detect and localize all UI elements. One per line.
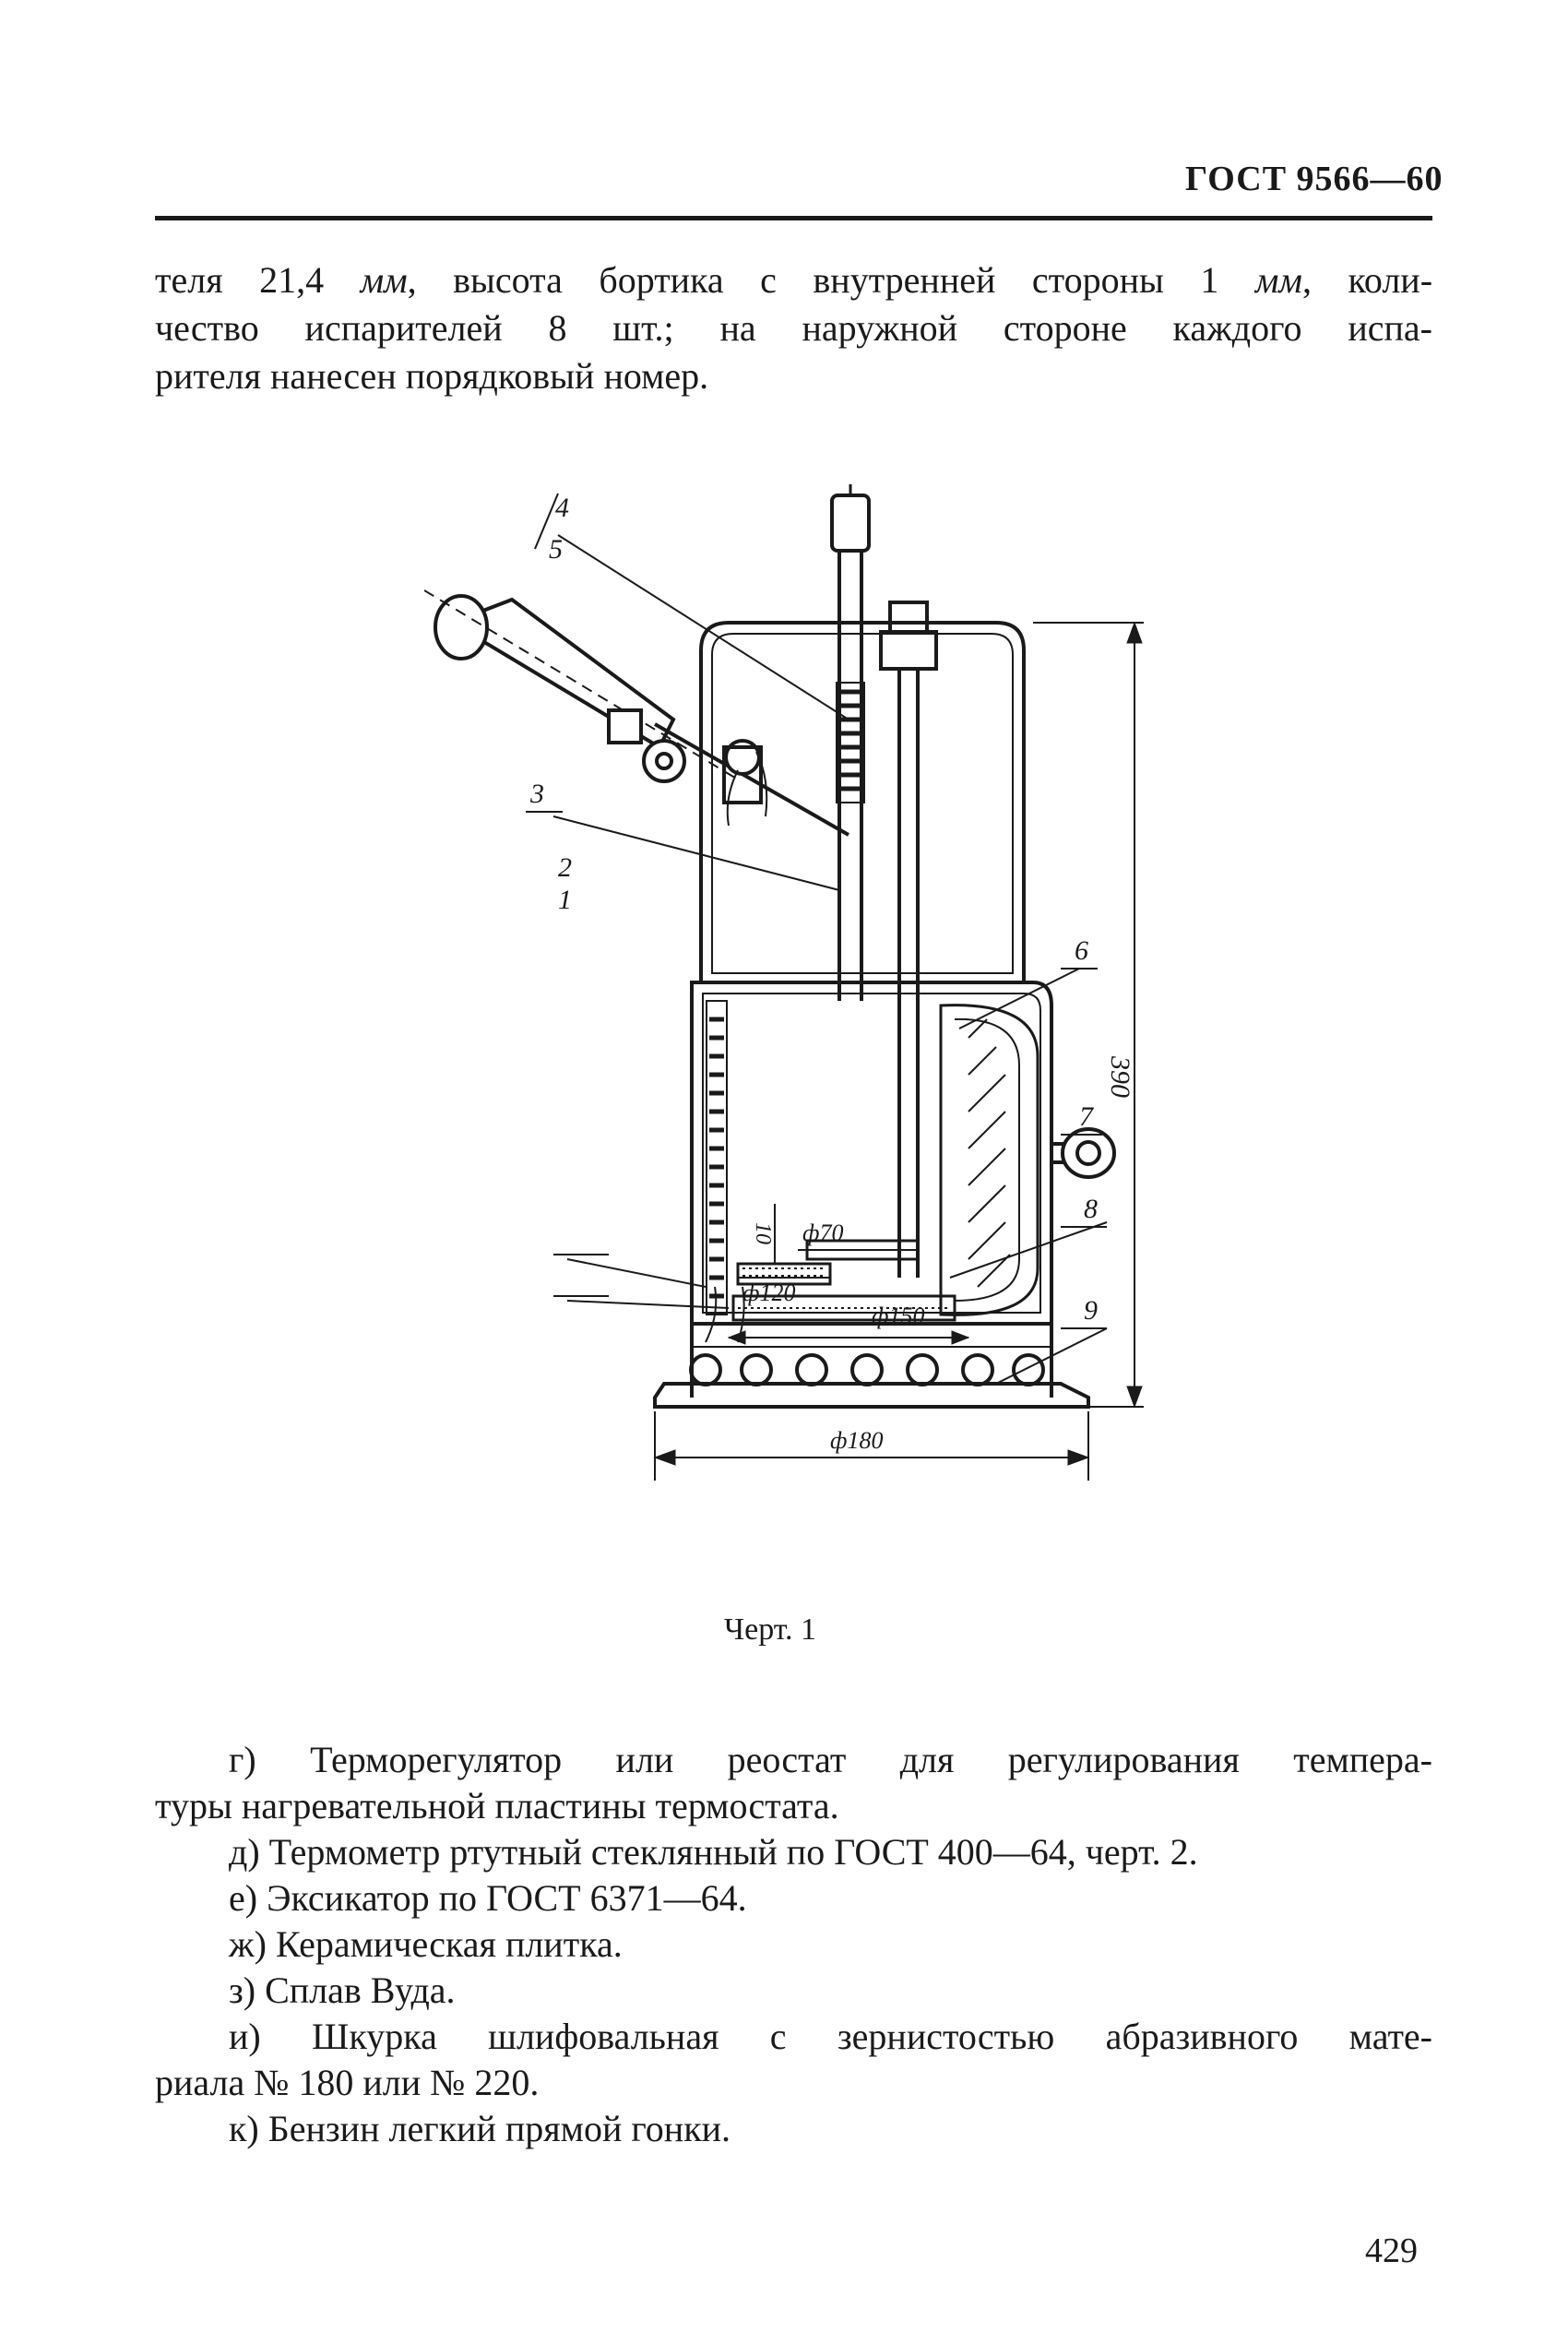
callout-5: 5	[549, 534, 563, 565]
dimension-d150: ф150	[872, 1303, 924, 1329]
callout-9: 9	[1084, 1295, 1098, 1326]
list-item-k: к) Бензин легкий прямой гонки.	[229, 2108, 731, 2149]
list-item-zh: ж) Керамическая плитка.	[229, 1923, 623, 1965]
list-item-g-line-1: г) Терморегулятор или реостат для регули…	[229, 1739, 1432, 1780]
callout-3: 3	[529, 779, 544, 809]
dimension-d120: ф120	[742, 1279, 795, 1306]
dimension-h10: 10	[751, 1222, 775, 1244]
apparatus-base	[653, 1382, 1090, 1409]
thermometer-knob	[888, 601, 929, 634]
intro-line-2: чество испарителей 8 шт.; на наружной ст…	[155, 307, 1432, 349]
page-number: 429	[1365, 2231, 1418, 2270]
callout-4: 4	[555, 493, 569, 523]
rod-cap	[830, 494, 871, 553]
intro-line-3: рителя нанесен порядковый номер.	[155, 355, 709, 397]
desiccant-vessel	[939, 1004, 1039, 1316]
list-item-i-line-1: и) Шкурка шлифовальная с зернистостью аб…	[229, 2016, 1432, 2057]
page-header-standard: ГОСТ 9566—60	[1185, 160, 1443, 198]
dimension-d70: ф70	[802, 1220, 843, 1246]
dimension-height: 390	[1105, 1055, 1135, 1098]
lower-housing	[690, 981, 1053, 1326]
callout-2: 2	[558, 852, 572, 883]
header-rule	[155, 216, 1432, 220]
callout-6: 6	[1075, 935, 1088, 966]
upper-chamber	[699, 621, 1026, 984]
callout-7: 7	[1079, 1101, 1095, 1132]
figure-caption: Черт. 1	[724, 1612, 817, 1647]
intro-line-1: теля 21,4 мм, высота бортика с внутренне…	[155, 259, 1433, 301]
callout-8: 8	[1084, 1194, 1098, 1224]
list-item-d: д) Термометр ртутный стеклянный по ГОСТ …	[229, 1831, 1198, 1873]
dimension-d180: ф180	[830, 1427, 883, 1454]
list-item-z: з) Сплав Вуда.	[229, 1969, 456, 2011]
callout-1: 1	[558, 885, 572, 915]
list-item-e: е) Эксикатор по ГОСТ 6371—64.	[229, 1877, 747, 1919]
list-item-g-line-2: туры нагревательной пластины термостата.	[155, 1785, 839, 1826]
apparatus-drawing: 1 2 3 4 5 6 7 8 9 390 ф70 ф120 ф150 ф180…	[424, 484, 1144, 1481]
list-item-i-line-2: риала № 180 или № 220.	[155, 2062, 540, 2103]
